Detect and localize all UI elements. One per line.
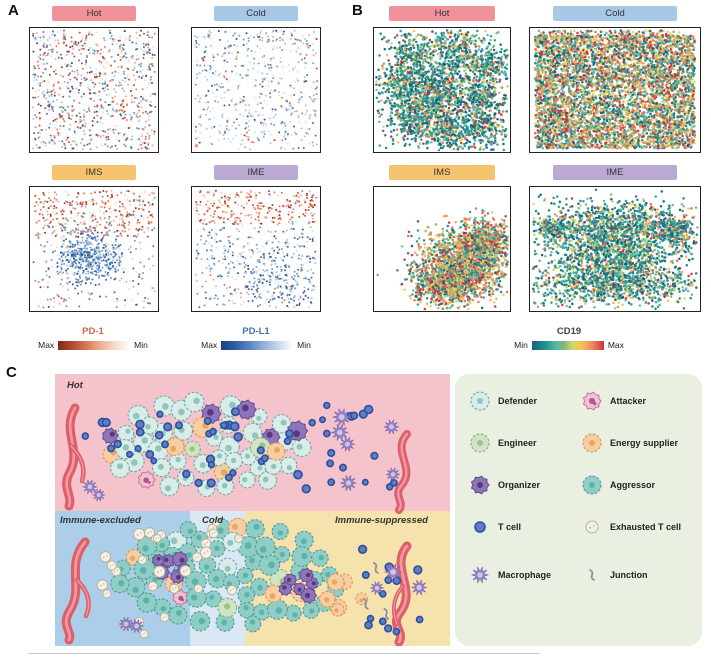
- colorbar-pdl1-gradient: [221, 340, 294, 350]
- legend-item-aggressor: Aggressor: [581, 474, 694, 496]
- plot-a-ime-title: IME: [214, 165, 298, 180]
- plot-a-ime-scatter: [191, 186, 321, 312]
- plot-b-hot: Hot: [373, 6, 511, 153]
- junction-icon: [581, 564, 603, 586]
- legend-item-organizer: Organizer: [469, 474, 581, 496]
- legend-item-attacker: Attacker: [581, 390, 694, 412]
- legend-item-junction: Junction: [581, 564, 694, 586]
- colorbar-pd1-gradient: [58, 340, 131, 350]
- panel-c-legend: Defender Attacker Engineer Energy suppli…: [455, 374, 702, 646]
- bottom-rule: [28, 653, 540, 654]
- legend-item-t-cell: T cell: [469, 516, 581, 538]
- colorbar-cd19-max-label: Max: [607, 340, 624, 350]
- plot-a-ime: IME: [190, 165, 322, 312]
- colorbar-pd1: PD-1 Max Min: [30, 326, 156, 350]
- plot-a-hot-scatter: [29, 27, 159, 153]
- organizer-cell-icon: [469, 474, 491, 496]
- plot-a-ims: IMS: [28, 165, 160, 312]
- exhausted-t-cell-icon: [581, 516, 603, 538]
- plot-a-hot: Hot: [28, 6, 160, 153]
- panel-b-label: B: [352, 2, 363, 19]
- plot-b-ime-title: IME: [553, 165, 677, 180]
- engineer-cell-icon: [469, 432, 491, 454]
- region-label-immune-suppressed: Immune-suppressed: [335, 515, 428, 526]
- legend-item-defender: Defender: [469, 390, 581, 412]
- plot-a-hot-title: Hot: [52, 6, 136, 21]
- legend-item-exhausted-t-cell: Exhausted T cell: [581, 516, 694, 538]
- plot-a-ims-scatter: [29, 186, 159, 312]
- plot-b-cold-scatter: [529, 27, 701, 153]
- colorbar-cd19-gradient: [531, 340, 604, 350]
- energy-supplier-cell-icon: [581, 432, 603, 454]
- plot-b-hot-scatter: [373, 27, 511, 153]
- panel-c-illustration: Hot Immune-excluded Cold Immune-suppress…: [55, 374, 450, 646]
- attacker-cell-icon: [581, 390, 603, 412]
- region-label-hot: Hot: [67, 380, 83, 391]
- panel-c-label: C: [6, 364, 17, 381]
- colorbar-cd19-label: CD19: [556, 326, 582, 337]
- colorbar-pd1-max-label: Max: [38, 340, 55, 350]
- legend-item-engineer: Engineer: [469, 432, 581, 454]
- macrophage-icon: [469, 564, 491, 586]
- colorbar-pdl1-label: PD-L1: [242, 326, 270, 337]
- region-label-immune-excluded: Immune-excluded: [60, 515, 141, 526]
- t-cell-icon: [469, 516, 491, 538]
- plot-a-cold-title: Cold: [214, 6, 298, 21]
- colorbar-pdl1-min-label: Min: [297, 340, 311, 350]
- plot-a-cold-scatter: [191, 27, 321, 153]
- plot-a-cold: Cold: [190, 6, 322, 153]
- plot-b-cold-title: Cold: [553, 6, 677, 21]
- plot-a-ims-title: IMS: [52, 165, 136, 180]
- region-label-cold: Cold: [202, 515, 224, 526]
- panel-a-label: A: [8, 2, 19, 19]
- tumor-microenvironment-scene: [55, 374, 450, 646]
- colorbar-pdl1: PD-L1 Max Min: [193, 326, 319, 350]
- colorbar-pdl1-max-label: Max: [201, 340, 218, 350]
- plot-b-ime: IME: [529, 165, 701, 312]
- plot-b-ims-scatter: [373, 186, 511, 312]
- plot-b-ime-scatter: [529, 186, 701, 312]
- colorbar-cd19-min-label: Min: [514, 340, 528, 350]
- plot-b-cold: Cold: [529, 6, 701, 153]
- colorbar-pd1-label: PD-1: [82, 326, 104, 337]
- plot-b-hot-title: Hot: [389, 6, 495, 21]
- colorbar-pd1-min-label: Min: [134, 340, 148, 350]
- aggressor-cell-icon: [581, 474, 603, 496]
- plot-b-ims-title: IMS: [389, 165, 495, 180]
- plot-b-ims: IMS: [373, 165, 511, 312]
- defender-cell-icon: [469, 390, 491, 412]
- colorbar-cd19: CD19 Min Max: [506, 326, 632, 350]
- legend-item-energy-supplier: Energy supplier: [581, 432, 694, 454]
- legend-item-macrophage: Macrophage: [469, 564, 581, 586]
